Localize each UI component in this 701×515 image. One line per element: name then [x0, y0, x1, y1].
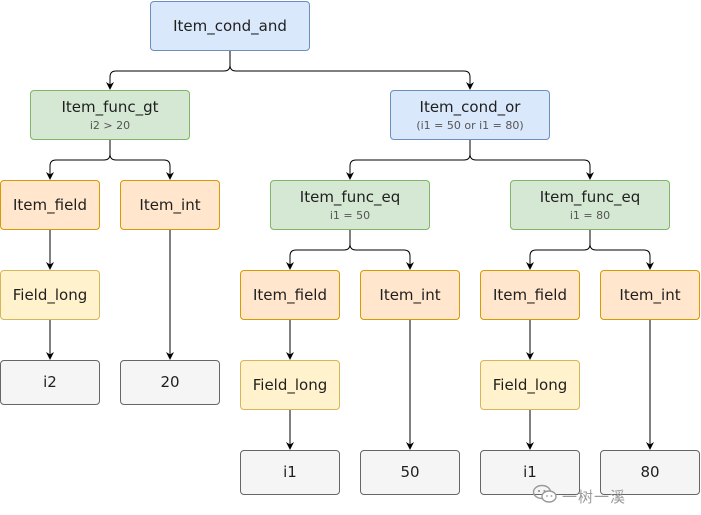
node-label: Item_field — [252, 285, 327, 304]
node-label: Field_long — [492, 375, 568, 394]
node-label: i1 — [283, 463, 297, 481]
watermark-text: 一树一溪 — [562, 487, 627, 506]
node-condition: i1 = 50 — [329, 208, 371, 222]
node-condition: i2 > 20 — [89, 118, 131, 132]
node-label: 20 — [160, 373, 180, 391]
node-gt-item-field: Item_field — [0, 180, 100, 230]
node-label: Field_long — [12, 285, 88, 304]
node-label: Item_int — [619, 285, 681, 304]
node-label: Item_int — [139, 195, 201, 214]
node-label: i2 — [43, 373, 57, 391]
edge-eq1-to-int — [349, 230, 414, 270]
node-label: Item_func_eq — [539, 187, 641, 206]
node-label: Field_long — [252, 375, 328, 394]
node-gt-item-int: Item_int — [120, 180, 220, 230]
node-eq1-field-long: Field_long — [240, 360, 340, 410]
edge-or-to-eq1 — [346, 140, 471, 180]
node-eq2-item-field: Item_field — [480, 270, 580, 320]
node-value-i1-a: i1 — [240, 450, 340, 495]
node-eq2-item-int: Item_int — [600, 270, 700, 320]
node-label: Item_cond_and — [173, 16, 287, 35]
node-value-50: 50 — [360, 450, 460, 495]
node-item-cond-or: Item_cond_or (i1 = 50 or i1 = 80) — [390, 90, 550, 140]
edge-eq2-to-field — [526, 230, 591, 270]
edge-eq2-to-int — [589, 230, 654, 270]
node-item-func-eq-80: Item_func_eq i1 = 80 — [510, 180, 670, 230]
edge-eq1-to-field — [286, 230, 351, 270]
edge-and-to-or — [229, 51, 474, 90]
node-condition: i1 = 80 — [569, 208, 611, 222]
node-condition: (i1 = 50 or i1 = 80) — [416, 118, 524, 132]
node-eq2-field-long: Field_long — [480, 360, 580, 410]
edge-gt-to-int — [109, 140, 174, 180]
node-value-80: 80 — [600, 450, 700, 495]
node-label: Item_int — [379, 285, 441, 304]
node-item-func-eq-50: Item_func_eq i1 = 50 — [270, 180, 430, 230]
edge-gt-to-field — [46, 140, 111, 180]
node-gt-field-long: Field_long — [0, 270, 100, 320]
node-label: 50 — [400, 463, 420, 481]
node-label: 80 — [640, 463, 660, 481]
node-label: Item_field — [492, 285, 567, 304]
node-item-func-gt: Item_func_gt i2 > 20 — [30, 90, 190, 140]
node-label: i1 — [523, 463, 537, 481]
node-eq1-item-field: Item_field — [240, 270, 340, 320]
watermark: 一树一溪 — [532, 484, 626, 508]
edge-or-to-eq2 — [469, 140, 594, 180]
node-label: Item_func_gt — [61, 97, 159, 116]
wechat-icon — [532, 484, 558, 508]
node-label: Item_field — [12, 195, 87, 214]
node-item-cond-and: Item_cond_and — [150, 1, 310, 51]
node-label: Item_func_eq — [299, 187, 401, 206]
node-label: Item_cond_or — [419, 97, 521, 116]
node-value-i1-b: i1 — [480, 450, 580, 495]
edge-and-to-gt — [106, 51, 231, 90]
node-value-20: 20 — [120, 360, 220, 405]
node-value-i2: i2 — [0, 360, 100, 405]
node-eq1-item-int: Item_int — [360, 270, 460, 320]
